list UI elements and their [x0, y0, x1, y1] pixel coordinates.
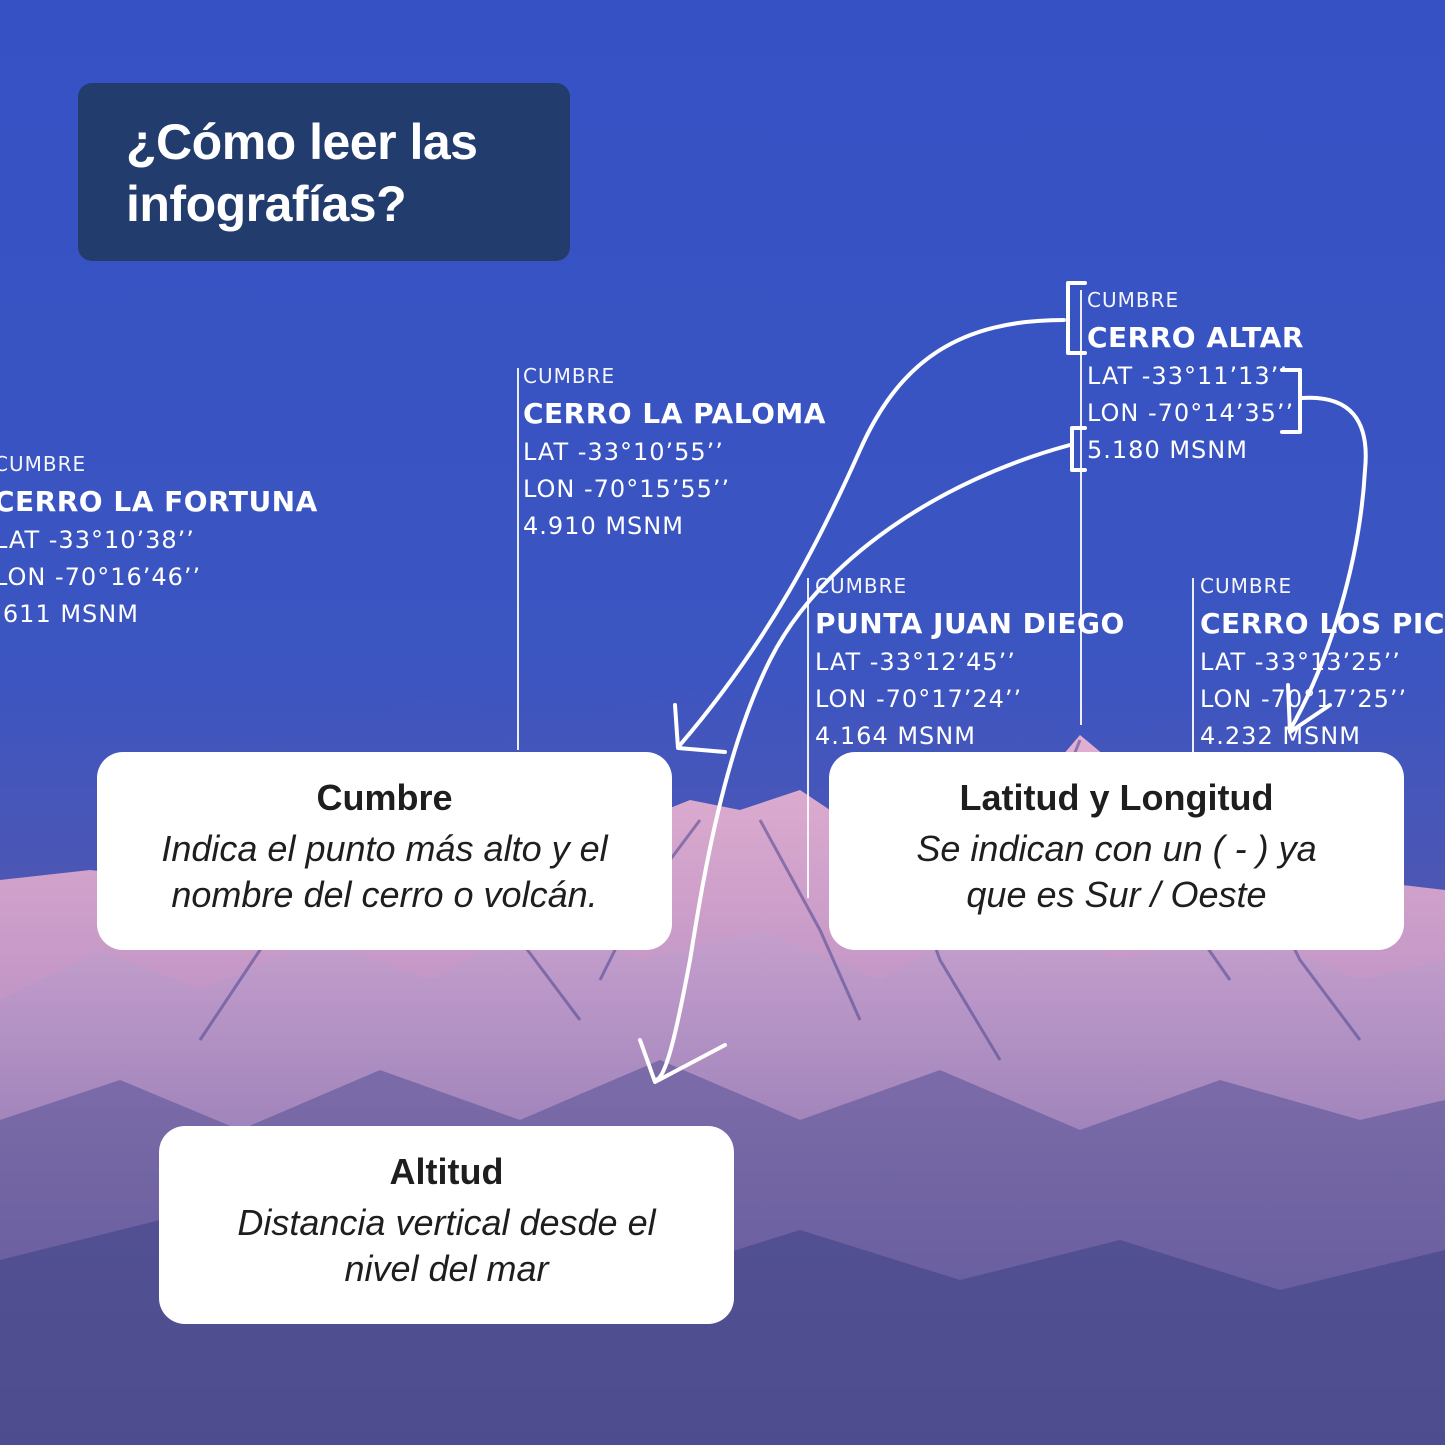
peak-altitude: 4.164 MSNM — [815, 722, 976, 750]
peak-kind: CUMBRE — [1087, 288, 1180, 312]
peak-line-altar — [1080, 290, 1082, 725]
peak-altitude: 4.910 MSNM — [523, 512, 684, 540]
peak-altitude: 5.180 MSNM — [1087, 436, 1248, 464]
peak-lon: LON -70°15’55’’ — [523, 475, 731, 503]
peak-kind: CUMBRE — [815, 574, 908, 598]
card-title: Altitud — [389, 1151, 504, 1192]
peak-label-la-paloma: CUMBRE CERRO LA PALOMA LAT -33°10’55’’ L… — [523, 364, 826, 545]
peak-lon: LON -70°17’25’’ — [1200, 685, 1408, 713]
peak-line-los-pich — [1192, 578, 1194, 753]
card-cumbre: Cumbre Indica el punto más alto y el nom… — [97, 752, 672, 950]
peak-name: CERRO ALTAR — [1087, 321, 1304, 354]
peak-label-juan-diego: CUMBRE PUNTA JUAN DIEGO LAT -33°12’45’’ … — [815, 574, 1125, 755]
peak-lon: LON -70°16’46’’ — [0, 563, 202, 591]
peak-kind: CUMBRE — [1200, 574, 1293, 598]
peak-lat: LAT -33°11’13’’ — [1087, 362, 1288, 390]
card-body: Distancia vertical desde el nivel del ma… — [237, 1202, 656, 1289]
peak-line-la-paloma — [517, 368, 519, 750]
title-box: ¿Cómo leer las infografías? — [78, 83, 570, 261]
card-latitud-longitud: Latitud y Longitud Se indican con un ( -… — [829, 752, 1404, 950]
peak-kind: CUMBRE — [0, 452, 87, 476]
peak-lon: LON -70°14’35’’ — [1087, 399, 1295, 427]
peak-lon: LON -70°17’24’’ — [815, 685, 1023, 713]
peak-lat: LAT -33°10’55’’ — [523, 438, 724, 466]
peak-name: CERRO LA FORTUNA — [0, 485, 318, 518]
card-altitud: Altitud Distancia vertical desde el nive… — [159, 1126, 734, 1324]
peak-label-los-pich: CUMBRE CERRO LOS PICH LAT -33°13’25’’ LO… — [1200, 574, 1445, 755]
peak-name: PUNTA JUAN DIEGO — [815, 607, 1125, 640]
peak-name: CERRO LOS PICH — [1200, 607, 1445, 640]
peak-altitude: 4.232 MSNM — [1200, 722, 1361, 750]
card-title: Latitud y Longitud — [959, 777, 1274, 818]
peak-lat: LAT -33°10’38’’ — [0, 526, 195, 554]
peak-label-altar: CUMBRE CERRO ALTAR LAT -33°11’13’’ LON -… — [1087, 288, 1304, 469]
peak-name: CERRO LA PALOMA — [523, 397, 826, 430]
card-body: Indica el punto más alto y el nombre del… — [161, 828, 608, 915]
peak-label-la-fortuna: CUMBRE CERRO LA FORTUNA LAT -33°10’38’’ … — [0, 452, 318, 633]
card-body: Se indican con un ( - ) ya que es Sur / … — [916, 828, 1317, 915]
peak-lat: LAT -33°13’25’’ — [1200, 648, 1401, 676]
page-title: ¿Cómo leer las infografías? — [126, 114, 478, 232]
peak-line-juan-diego — [807, 578, 809, 898]
peak-lat: LAT -33°12’45’’ — [815, 648, 1016, 676]
card-title: Cumbre — [316, 777, 453, 818]
peak-altitude: 4.611 MSNM — [0, 600, 139, 628]
peak-kind: CUMBRE — [523, 364, 616, 388]
